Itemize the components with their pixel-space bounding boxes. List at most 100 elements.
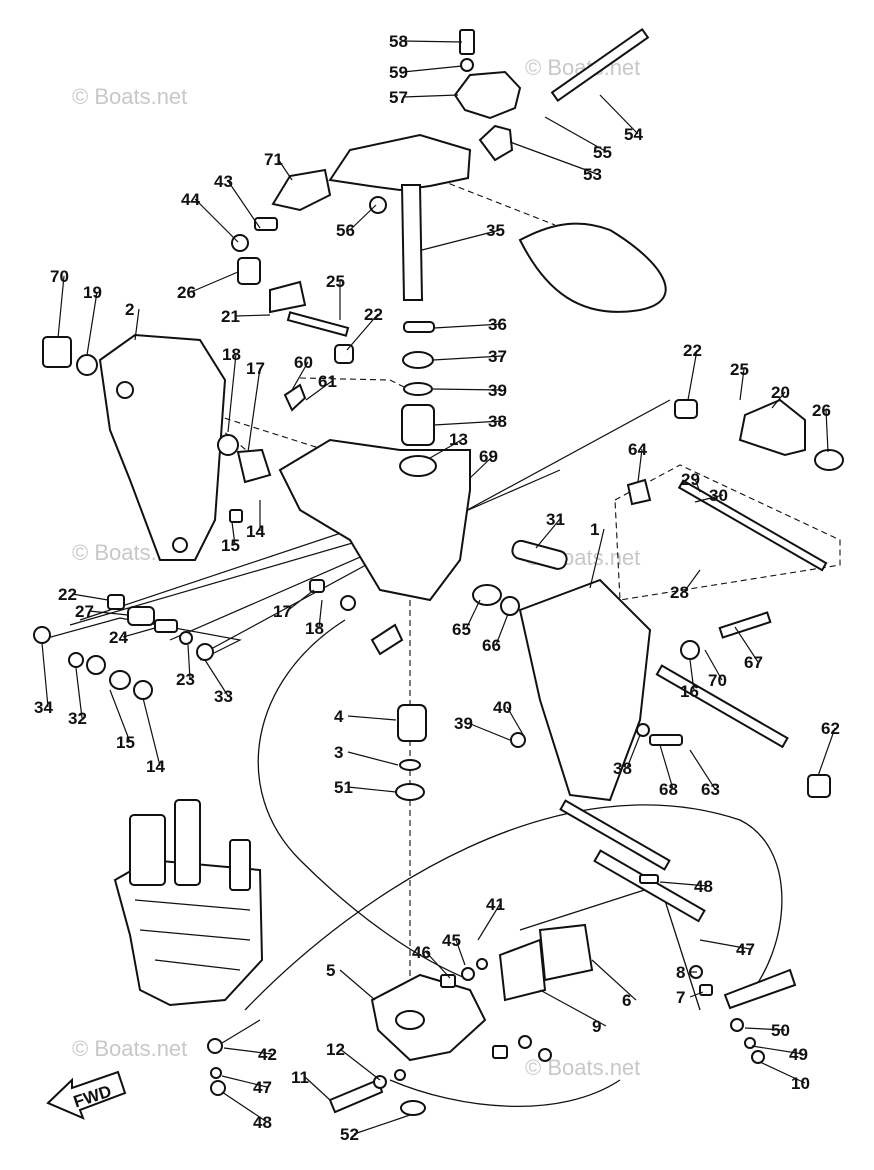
leader-line bbox=[75, 667, 83, 719]
part-number-label: 43 bbox=[214, 172, 233, 191]
leader-line bbox=[687, 349, 698, 401]
leader-line bbox=[304, 1076, 331, 1101]
part-number-label: 29 bbox=[681, 470, 700, 489]
leader-lines bbox=[41, 40, 836, 1135]
part-number-label: 70 bbox=[708, 671, 727, 690]
part-number-label: 26 bbox=[812, 401, 831, 420]
part-number-label: 54 bbox=[624, 125, 643, 144]
part-number-label: 22 bbox=[364, 305, 383, 324]
leader-line bbox=[425, 951, 451, 979]
leader-line bbox=[190, 271, 239, 293]
leader-line bbox=[339, 969, 376, 1001]
leader-line bbox=[429, 438, 464, 459]
hydraulic-unit bbox=[113, 799, 264, 1096]
leader-line bbox=[339, 1048, 381, 1081]
part-number-label: 30 bbox=[709, 486, 728, 505]
part-number-label: 17 bbox=[246, 359, 265, 378]
leader-line bbox=[221, 1091, 268, 1123]
part-number-label: 45 bbox=[442, 931, 461, 950]
leader-line bbox=[751, 1045, 804, 1055]
part-number-label: 27 bbox=[75, 602, 94, 621]
part-number-label: 60 bbox=[294, 353, 313, 372]
leader-line bbox=[142, 697, 161, 767]
part-number-label: 4 bbox=[334, 707, 344, 726]
leader-line bbox=[305, 380, 333, 401]
leader-line bbox=[539, 989, 607, 1027]
leader-line bbox=[694, 494, 724, 503]
leader-line bbox=[134, 308, 140, 341]
part-number-label: 23 bbox=[176, 670, 195, 689]
leader-line bbox=[469, 455, 494, 479]
left-mount-assembly bbox=[42, 257, 354, 561]
part-number-label: 21 bbox=[221, 307, 240, 326]
part-number-label: 12 bbox=[326, 1040, 345, 1059]
leader-line bbox=[626, 734, 641, 769]
part-number-label: 48 bbox=[694, 877, 713, 896]
leader-line bbox=[286, 589, 315, 612]
part-number-label: 20 bbox=[771, 383, 790, 402]
leader-line bbox=[467, 722, 511, 741]
part-number-label: 61 bbox=[318, 372, 337, 391]
leader-line bbox=[637, 448, 643, 483]
leader-line bbox=[318, 599, 323, 629]
leader-line bbox=[535, 518, 561, 549]
leader-line bbox=[109, 689, 131, 743]
steering-arm-assembly bbox=[231, 27, 667, 313]
leader-line bbox=[88, 610, 129, 616]
leader-line bbox=[187, 644, 191, 680]
part-number-label: 17 bbox=[273, 602, 292, 621]
leader-line bbox=[57, 275, 65, 339]
part-number-label: 8 bbox=[676, 963, 685, 982]
part-number-label: 47 bbox=[253, 1078, 272, 1097]
part-number-label: 46 bbox=[412, 943, 431, 962]
leader-line bbox=[223, 1047, 273, 1055]
leader-line bbox=[433, 323, 503, 329]
part-number-label: 28 bbox=[670, 583, 689, 602]
part-number-label: 36 bbox=[488, 315, 507, 334]
leader-line bbox=[506, 706, 526, 739]
part-number-label: 1 bbox=[590, 520, 599, 539]
part-number-label: 40 bbox=[493, 698, 512, 717]
part-number-label: 25 bbox=[326, 272, 345, 291]
part-number-label: 52 bbox=[340, 1125, 359, 1144]
part-number-label: 38 bbox=[488, 412, 507, 431]
part-number-label: 71 bbox=[264, 150, 283, 169]
leader-line bbox=[659, 744, 674, 790]
part-number-label: 64 bbox=[628, 440, 647, 459]
part-number-label: 41 bbox=[486, 895, 505, 914]
leader-line bbox=[432, 388, 503, 391]
leader-line bbox=[704, 649, 723, 681]
part-number-label: 55 bbox=[593, 143, 612, 162]
leader-line bbox=[689, 991, 704, 998]
part-number-label: 25 bbox=[730, 360, 749, 379]
part-number-label: 67 bbox=[744, 653, 763, 672]
leader-line bbox=[353, 1114, 411, 1135]
leader-line bbox=[433, 420, 503, 426]
part-number-label: 33 bbox=[214, 687, 233, 706]
leader-line bbox=[455, 939, 466, 966]
part-number-label: 69 bbox=[479, 447, 498, 466]
part-number-label: 2 bbox=[125, 300, 134, 319]
part-number-label: 24 bbox=[109, 628, 128, 647]
part-number-label: 14 bbox=[146, 757, 165, 776]
leader-line bbox=[589, 528, 605, 589]
leader-line bbox=[41, 642, 49, 708]
leader-line bbox=[86, 291, 98, 356]
part-number-label: 31 bbox=[546, 510, 565, 529]
part-number-label: 19 bbox=[83, 283, 102, 302]
leader-line bbox=[421, 229, 501, 251]
part-number-label: 58 bbox=[389, 32, 408, 51]
leader-line bbox=[227, 353, 237, 433]
leader-line bbox=[825, 409, 829, 453]
part-number-label: 39 bbox=[488, 381, 507, 400]
leader-line bbox=[347, 715, 397, 721]
bottom-bracket bbox=[328, 923, 594, 1116]
leader-line bbox=[759, 1061, 806, 1084]
part-number-label: 15 bbox=[116, 733, 135, 752]
leader-line bbox=[744, 1027, 786, 1031]
fwd-arrow-icon: FWD bbox=[46, 1070, 127, 1120]
leader-line bbox=[817, 727, 836, 777]
right-mount-assembly bbox=[510, 398, 844, 802]
part-number-label: 18 bbox=[305, 619, 324, 638]
